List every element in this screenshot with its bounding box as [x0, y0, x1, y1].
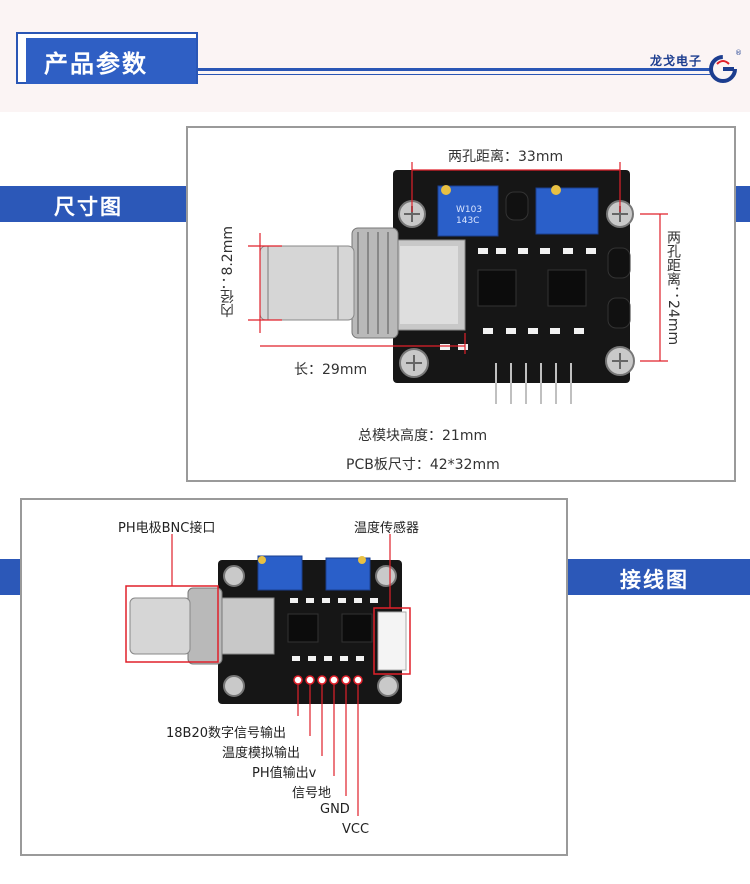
pin-label: 18B20数字信号输出	[166, 726, 287, 741]
connector-length: 长：29mm	[294, 362, 368, 378]
pin-label: 信号地	[292, 786, 332, 801]
wiring-drawing	[125, 534, 411, 816]
header-rule-thin	[198, 74, 710, 75]
smd-components	[290, 598, 378, 661]
ic-chip	[341, 613, 373, 643]
brand-logo-icon	[709, 55, 737, 83]
dimension-lines	[248, 162, 668, 362]
total-height: 总模块高度：21mm	[358, 428, 488, 444]
wiring-band-right	[566, 559, 750, 595]
hole-distance-horizontal: 两孔距离：33mm	[448, 149, 564, 165]
dimension-band-right	[736, 186, 750, 222]
transistor	[607, 297, 631, 329]
mounting-screw	[377, 675, 399, 697]
mounting-screw	[223, 565, 245, 587]
potentiometer	[535, 187, 599, 235]
transistor	[607, 247, 631, 279]
brand-name: 龙戈电子	[650, 54, 703, 68]
mounting-screw	[375, 565, 397, 587]
header: 产品参数 龙戈电子 ®	[0, 0, 750, 112]
transistor	[505, 191, 529, 221]
pin-label: VCC	[342, 822, 370, 837]
mounting-screw	[399, 348, 429, 378]
registered-mark: ®	[735, 49, 742, 57]
bnc-barrel	[129, 597, 191, 655]
pot-code: W103	[456, 205, 482, 215]
pin-label: GND	[320, 802, 350, 817]
mounting-screw	[223, 675, 245, 697]
pin-label: PH值输出v	[252, 766, 317, 781]
hole-distance-vertical: 两孔距离：24mm	[665, 230, 681, 346]
dimension-frame: W103 143C	[186, 126, 736, 482]
bnc-barrel	[259, 245, 355, 321]
header-pins	[495, 363, 572, 404]
wiring-frame: PH电极BNC接口 温度传感器 18B20数字信号输出 温度模拟输出 PH值输出…	[20, 498, 568, 856]
wiring-band-left	[0, 559, 22, 595]
header-rule	[198, 68, 710, 71]
dimension-band-left	[0, 186, 188, 222]
temp-sensor-label: 温度传感器	[354, 521, 420, 536]
mounting-screw	[605, 346, 635, 376]
pcb-size: PCB板尺寸：42*32mm	[346, 457, 500, 473]
pin-label: 温度模拟输出	[222, 746, 301, 761]
ic-chip	[547, 269, 587, 307]
leader-lines	[171, 534, 391, 816]
bnc-housing	[217, 597, 275, 655]
bnc-nut	[187, 587, 223, 665]
bnc-label: PH电极BNC接口	[118, 521, 216, 536]
wiring-section-label: 接线图	[620, 568, 689, 592]
pin-markers	[293, 675, 363, 685]
temp-sensor-highlight	[373, 607, 411, 675]
smd-components	[440, 248, 596, 350]
dimension-drawing: W103 143C	[248, 162, 668, 404]
section-badge: 产品参数	[26, 38, 196, 84]
ic-chip	[287, 613, 319, 643]
temp-sensor-connector	[377, 611, 407, 671]
dimension-section-label: 尺寸图	[54, 195, 123, 219]
inner-diameter: 内径：8.2mm	[220, 226, 236, 318]
pot-code: 143C	[456, 216, 479, 226]
ic-chip	[477, 269, 517, 307]
page-title: 产品参数	[44, 49, 148, 78]
